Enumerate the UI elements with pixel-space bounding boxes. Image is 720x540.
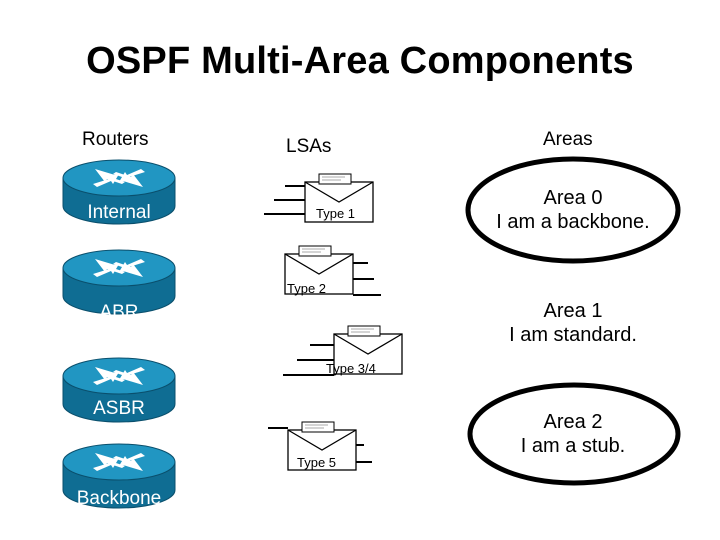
areas-heading: Areas bbox=[543, 129, 593, 150]
area-0-name: Area 0 bbox=[543, 187, 603, 209]
router-label-abr: ABR bbox=[99, 302, 139, 323]
envelope-icon-type2 bbox=[284, 245, 381, 296]
routers-heading: Routers bbox=[82, 129, 149, 150]
lsa-label-type2: Type 2 bbox=[287, 281, 327, 296]
lsas-heading: LSAs bbox=[286, 136, 332, 157]
lsa-label-type1: Type 1 bbox=[316, 206, 356, 221]
lsa-label-type34: Type 3/4 bbox=[326, 361, 376, 376]
area-1-desc: I am standard. bbox=[509, 324, 637, 346]
envelope-icon-type1 bbox=[264, 173, 374, 223]
area-1-name: Area 1 bbox=[543, 300, 603, 322]
area-ellipse-0 bbox=[465, 156, 681, 264]
page-title: OSPF Multi-Area Components bbox=[86, 40, 634, 82]
area-2-desc: I am a stub. bbox=[520, 435, 626, 457]
area-1-text: Area 1 I am standard. bbox=[470, 299, 676, 347]
router-label-internal: Internal bbox=[87, 202, 151, 223]
router-label-backbone: Backbone bbox=[76, 488, 162, 509]
area-2-name: Area 2 bbox=[543, 411, 603, 433]
envelope-icon-type34 bbox=[283, 325, 403, 376]
area-0-desc: I am a backbone. bbox=[496, 211, 650, 233]
area-0-text: Area 0 I am a backbone. bbox=[470, 186, 676, 234]
lsa-label-type5: Type 5 bbox=[297, 455, 337, 470]
area-ellipse-2 bbox=[467, 382, 681, 486]
envelope-icon-type5 bbox=[268, 421, 372, 471]
area-2-text: Area 2 I am a stub. bbox=[470, 410, 676, 458]
router-label-asbr: ASBR bbox=[93, 398, 145, 419]
